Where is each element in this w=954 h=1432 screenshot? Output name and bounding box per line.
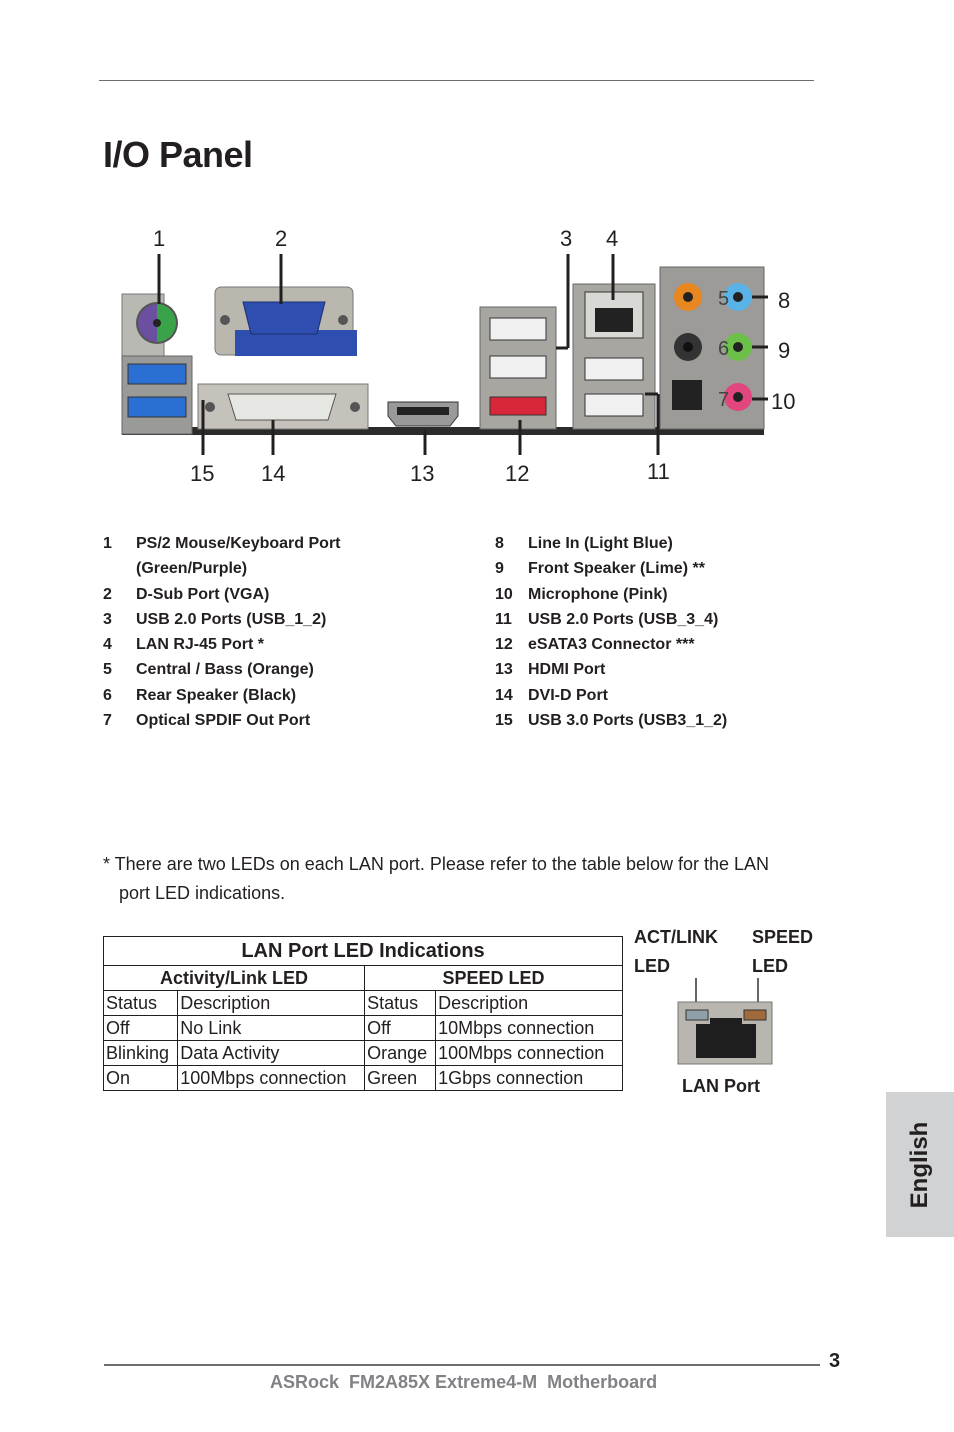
callout-10: 10 (771, 389, 796, 414)
col-description: Description (177, 990, 366, 1016)
top-rule (99, 80, 814, 81)
lan-port-icon (677, 978, 773, 1065)
language-tab: English (886, 1092, 954, 1237)
lan-led-table: LAN Port LED Indications Activity/Link L… (102, 936, 623, 1091)
page-title: I/O Panel (103, 134, 253, 175)
led-group-activity: Activity/Link LED (102, 965, 366, 991)
callout-1: 1 (153, 226, 166, 251)
legend-item-sub: (Green/Purple) (136, 560, 248, 578)
table-cell: Data Activity (177, 1040, 366, 1066)
audio-panel-icon (659, 266, 765, 430)
callout-7: 7 (718, 389, 730, 411)
col-status: Status (364, 990, 437, 1016)
dvi-port-icon (197, 383, 369, 430)
table-cell: 1Gbps connection (435, 1065, 623, 1091)
callout-12: 12 (505, 461, 530, 486)
table-row: Off No Link Off 10Mbps connection (102, 1015, 623, 1041)
act-link-led-label: ACT/LINK LED (634, 927, 718, 976)
table-cell: Off (364, 1015, 437, 1041)
lan-port-caption: LAN Port (682, 1076, 760, 1096)
led-group-speed: SPEED LED (364, 965, 623, 991)
footer-text: ASRock FM2A85X Extreme4-M Motherboard (270, 1372, 658, 1392)
table-cell: Blinking (102, 1040, 179, 1066)
callout-3: 3 (560, 226, 573, 251)
table-cell: On (102, 1065, 179, 1091)
table-row: On 100Mbps connection Green 1Gbps connec… (102, 1065, 623, 1091)
speed-led-label: SPEED LED (752, 927, 814, 976)
callout-4: 4 (606, 226, 619, 251)
led-table-title: LAN Port LED Indications (103, 936, 623, 966)
col-status: Status (102, 990, 179, 1016)
callout-8: 8 (778, 288, 791, 313)
page-number: 3 (829, 1350, 841, 1372)
table-header-row: Status Description Status Description (102, 990, 623, 1016)
vga-port-icon (214, 286, 357, 356)
lan-note: * There are two LEDs on each LAN port. P… (103, 850, 833, 908)
callout-2: 2 (275, 226, 288, 251)
table-cell: 100Mbps connection (435, 1040, 623, 1066)
lan-usb2-stack-icon (572, 283, 656, 430)
callout-13: 13 (410, 461, 435, 486)
usb3-ports-icon (121, 355, 193, 435)
usb2-esata-stack-icon (479, 306, 557, 430)
callout-9: 9 (778, 338, 791, 363)
lan-note-line1: * There are two LEDs on each LAN port. P… (103, 854, 770, 874)
table-cell: Orange (364, 1040, 437, 1066)
table-cell: 100Mbps connection (177, 1065, 366, 1091)
table-cell: Off (102, 1015, 179, 1041)
callout-15: 15 (190, 461, 215, 486)
ps2-port-icon (121, 293, 178, 357)
callout-6: 6 (718, 338, 730, 360)
io-panel-figure (121, 254, 768, 455)
table-cell: 10Mbps connection (435, 1015, 623, 1041)
table-cell: Green (364, 1065, 437, 1091)
table-cell: No Link (177, 1015, 366, 1041)
lan-note-line2: port LED indications. (119, 883, 286, 903)
hdmi-port-icon (387, 401, 459, 427)
table-row: Blinking Data Activity Orange 100Mbps co… (102, 1040, 623, 1066)
callout-5: 5 (718, 288, 730, 310)
callout-14: 14 (261, 461, 286, 486)
footer-rule (104, 1364, 820, 1366)
col-description: Description (435, 990, 623, 1016)
callout-11: 11 (647, 459, 670, 484)
